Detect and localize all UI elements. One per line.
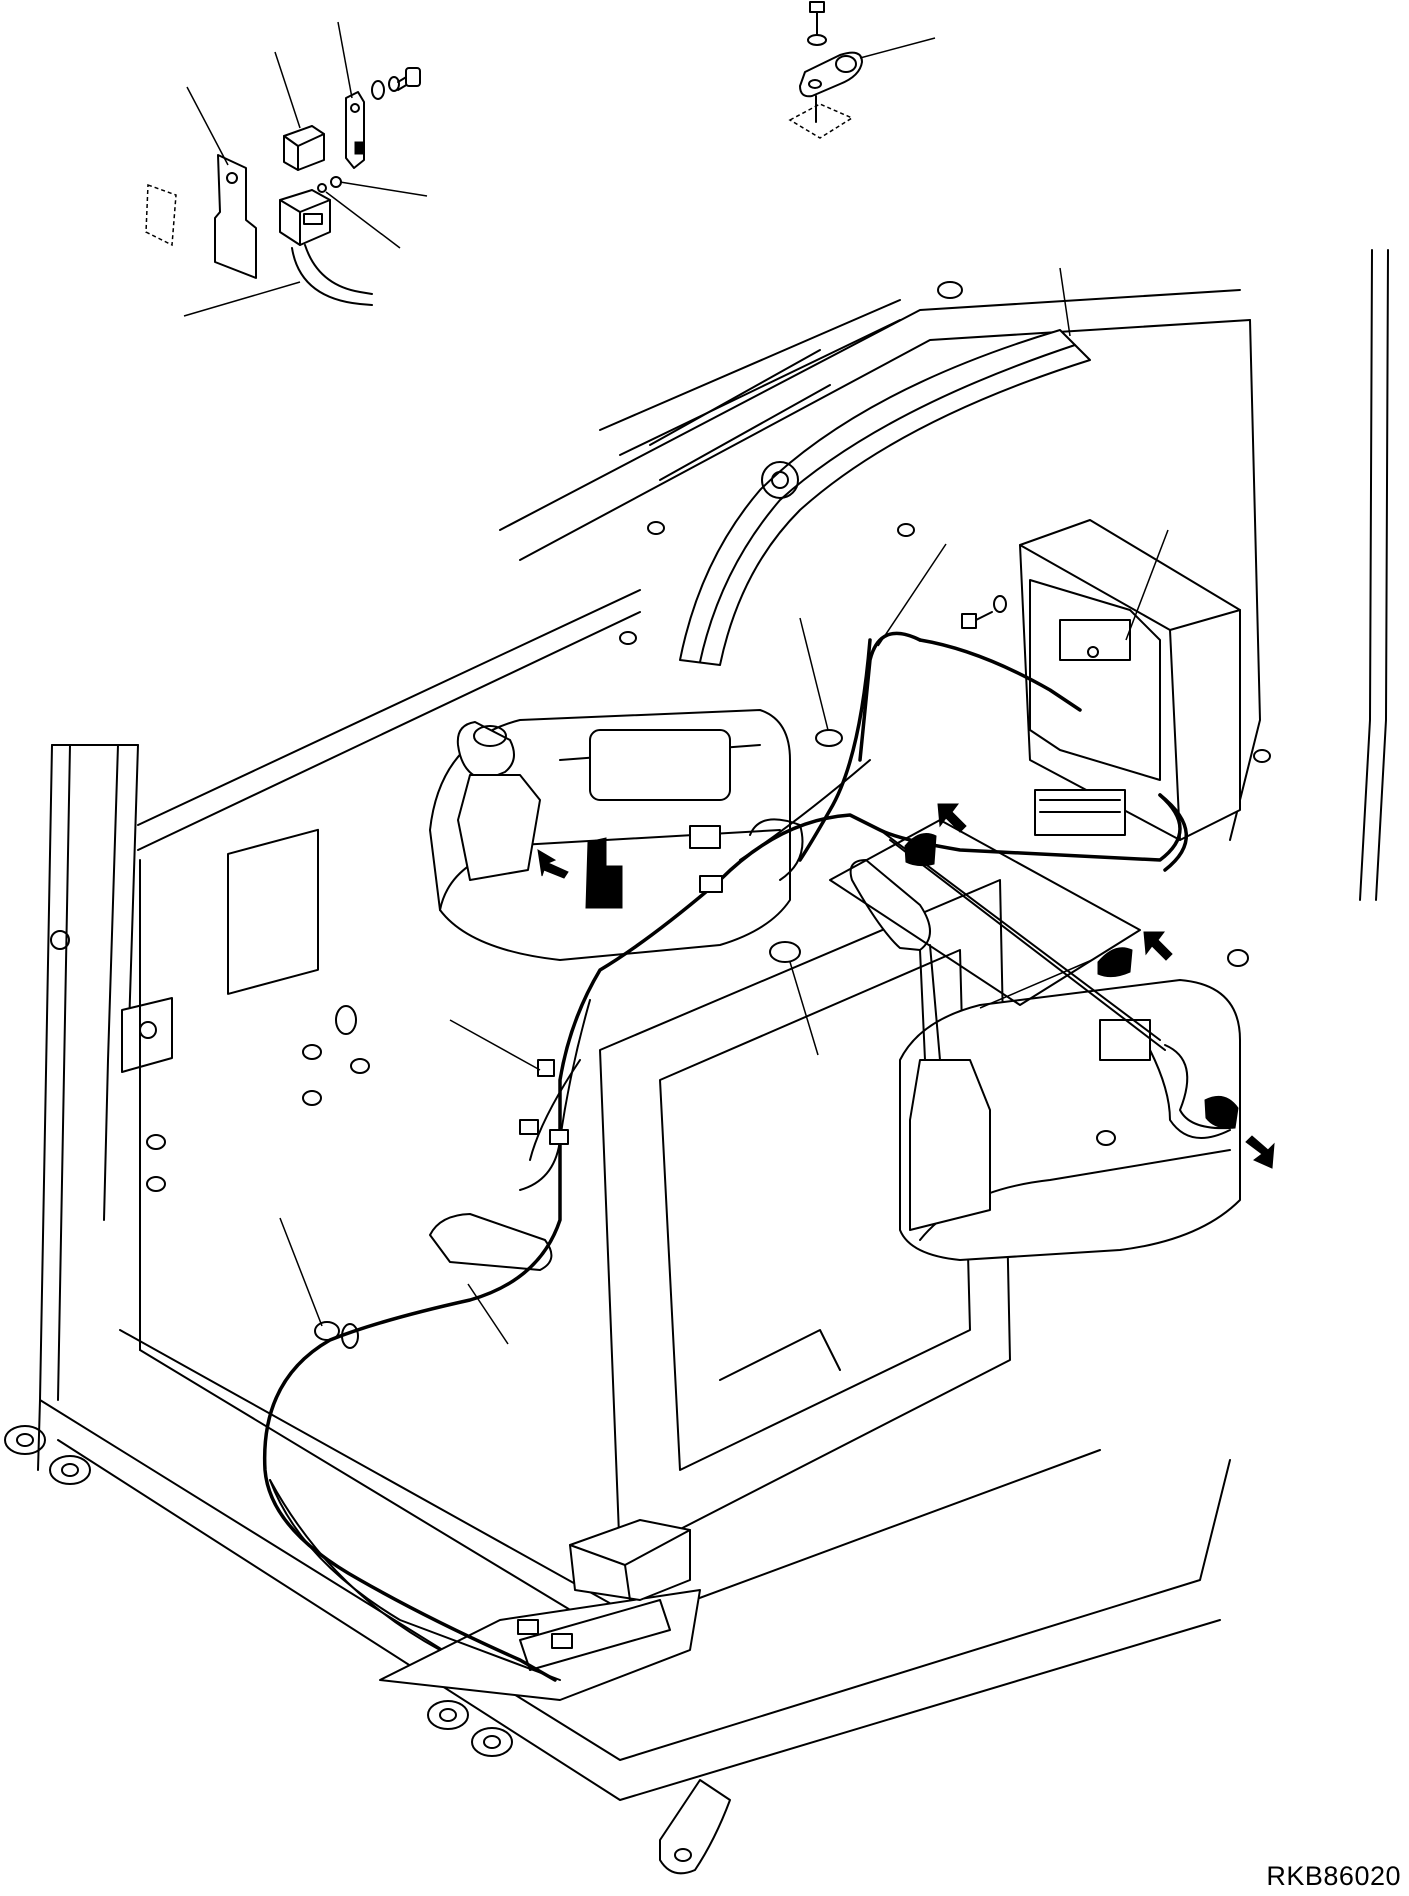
controller-box-icon (1020, 520, 1240, 840)
mount-surface-top (790, 104, 852, 138)
relay-socket (280, 190, 330, 245)
connector (700, 876, 722, 892)
leader-line (800, 618, 828, 730)
leader-line (790, 962, 818, 1055)
leader-line (860, 38, 935, 58)
control-lever-icon (851, 860, 990, 1230)
leader-line (338, 22, 352, 98)
clamp-detail (790, 2, 935, 138)
harness-clip (1098, 948, 1132, 977)
cab-floor-assembly (5, 250, 1388, 1873)
relay-bracket-detail (146, 22, 427, 316)
connector (550, 1130, 568, 1144)
leader-line (326, 192, 400, 248)
clamp-icon (315, 1322, 339, 1340)
leader-line (275, 52, 300, 128)
mounting-bosses (147, 282, 1270, 1191)
arrow-icon (938, 804, 966, 832)
clamp-icon (770, 942, 800, 962)
connector (538, 1060, 554, 1076)
arrow-icon (1246, 1136, 1274, 1168)
leader-line (1126, 530, 1168, 640)
relay-wire (305, 245, 372, 294)
mount-surface-left (146, 185, 176, 245)
relay-icon (284, 126, 324, 170)
leader-line (468, 1284, 508, 1344)
connector (552, 1634, 572, 1648)
arch-beam (680, 330, 1090, 665)
bracket-plate (215, 155, 256, 278)
harness-clip (586, 838, 622, 908)
harness-clip (905, 834, 936, 866)
small-bracket (346, 92, 364, 168)
leader-line (980, 960, 1092, 1008)
clamp-icon (816, 730, 842, 746)
clamp-icon (342, 1324, 358, 1348)
clamp-icon (800, 53, 862, 97)
leader-line (280, 1218, 322, 1326)
bracket-hole (227, 173, 237, 183)
connector (520, 1120, 538, 1134)
arrow-icon (538, 850, 568, 878)
connector (690, 826, 720, 848)
bolt-washer (372, 68, 420, 99)
washer-small (318, 184, 326, 192)
leader-line (187, 87, 228, 165)
harness-clip (1205, 1096, 1238, 1128)
leader-line (450, 1020, 540, 1070)
leader-line (184, 282, 300, 316)
drawing-id-label: RKB86020 (1266, 1861, 1401, 1891)
bolt-washer (962, 596, 1006, 628)
leader-line (340, 182, 427, 196)
connector (518, 1620, 538, 1634)
leader-line (1060, 268, 1070, 336)
control-lever-icon (458, 722, 540, 880)
leader-line (878, 544, 946, 646)
nut (331, 177, 341, 187)
arrow-icon (1144, 932, 1172, 960)
hinge-bosses (5, 1426, 730, 1873)
